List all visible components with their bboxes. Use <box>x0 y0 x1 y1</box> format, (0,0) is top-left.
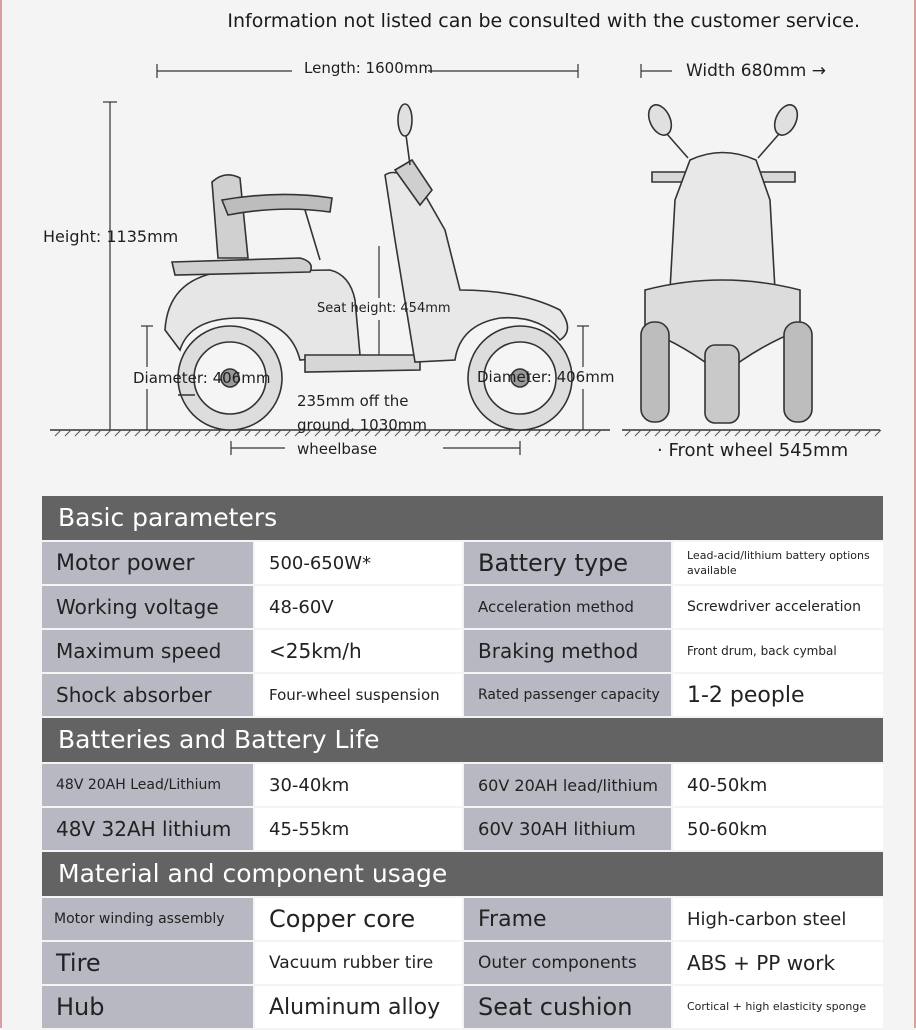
width-label: Width 680mm → <box>686 61 827 81</box>
table-row: Hub Aluminum alloy Seat cushion Cortical… <box>42 986 883 1028</box>
value-cell: 30-40km <box>255 764 462 806</box>
key-cell: Tire <box>42 942 253 984</box>
height-label: Height: 1135mm <box>43 227 179 246</box>
value-cell: Screwdriver acceleration <box>673 586 883 628</box>
key-cell: Maximum speed <box>42 630 253 672</box>
key-cell: Motor power <box>42 542 253 584</box>
value-cell: Aluminum alloy <box>255 986 462 1028</box>
section-batteries-and-battery-life: Batteries and Battery Life <box>42 718 883 762</box>
key-cell: Working voltage <box>42 586 253 628</box>
right-border <box>914 0 916 1028</box>
table-row: 48V 20AH Lead/Lithium 30-40km 60V 20AH l… <box>42 764 883 806</box>
key-cell: Frame <box>464 898 671 940</box>
scooter-illustration <box>50 64 882 455</box>
seat-height-label: Seat height: 454mm <box>317 301 451 316</box>
value-cell: Cortical + high elasticity sponge <box>673 986 883 1028</box>
value-cell: 48-60V <box>255 586 462 628</box>
table-row: Working voltage 48-60V Acceleration meth… <box>42 586 883 628</box>
scooter-front-view <box>640 104 813 424</box>
key-cell: Hub <box>42 986 253 1028</box>
table-row: 48V 32AH lithium 45-55km 60V 30AH lithiu… <box>42 808 883 850</box>
parameter-table: Basic parameters Motor power 500-650W* B… <box>42 496 883 1030</box>
value-cell: High-carbon steel <box>673 898 883 940</box>
value-cell: 40-50km <box>673 764 883 806</box>
length-label: Length: 1600mm <box>304 59 433 77</box>
value-cell: Vacuum rubber tire <box>255 942 462 984</box>
key-cell: 48V 20AH Lead/Lithium <box>42 764 253 806</box>
key-cell: Battery type <box>464 542 671 584</box>
value-cell: Front drum, back cymbal <box>673 630 883 672</box>
table-row: Maximum speed <25km/h Braking method Fro… <box>42 630 883 672</box>
section-basic-parameters: Basic parameters <box>42 496 883 540</box>
scooter-side-view <box>164 103 573 431</box>
table-row: Motor winding assembly Copper core Frame… <box>42 898 883 940</box>
table-row: Shock absorber Four-wheel suspension Rat… <box>42 674 883 716</box>
customer-service-notice: Information not listed can be consulted … <box>227 10 860 32</box>
value-cell: Four-wheel suspension <box>255 674 462 716</box>
key-cell: Outer components <box>464 942 671 984</box>
key-cell: Shock absorber <box>42 674 253 716</box>
table-row: Motor power 500-650W* Battery type Lead-… <box>42 542 883 584</box>
value-cell: 500-650W* <box>255 542 462 584</box>
ground-clearance-line1: 235mm off the <box>297 392 409 410</box>
value-cell: Copper core <box>255 898 462 940</box>
key-cell: Seat cushion <box>464 986 671 1028</box>
key-cell: 60V 20AH lead/lithium <box>464 764 671 806</box>
rear-diameter-label: Diameter: 406mm <box>133 369 271 387</box>
value-cell: 1-2 people <box>673 674 883 716</box>
table-row: Tire Vacuum rubber tire Outer components… <box>42 942 883 984</box>
value-cell: Lead-acid/lithium battery options availa… <box>673 542 883 584</box>
value-cell: 50-60km <box>673 808 883 850</box>
key-cell: Acceleration method <box>464 586 671 628</box>
front-diameter-label: Diameter: 406mm <box>477 368 615 386</box>
key-cell: Rated passenger capacity <box>464 674 671 716</box>
wheelbase-label: wheelbase <box>297 440 378 458</box>
value-cell: <25km/h <box>255 630 462 672</box>
ground-clearance-line2: ground, 1030mm <box>297 416 428 434</box>
key-cell: 60V 30AH lithium <box>464 808 671 850</box>
key-cell: Motor winding assembly <box>42 898 253 940</box>
section-material-and-component-usage: Material and component usage <box>42 852 883 896</box>
value-cell: ABS + PP work <box>673 942 883 984</box>
front-wheel-label: · Front wheel 545mm <box>657 440 849 461</box>
value-cell: 45-55km <box>255 808 462 850</box>
key-cell: 48V 32AH lithium <box>42 808 253 850</box>
key-cell: Braking method <box>464 630 671 672</box>
left-border <box>0 0 2 1028</box>
